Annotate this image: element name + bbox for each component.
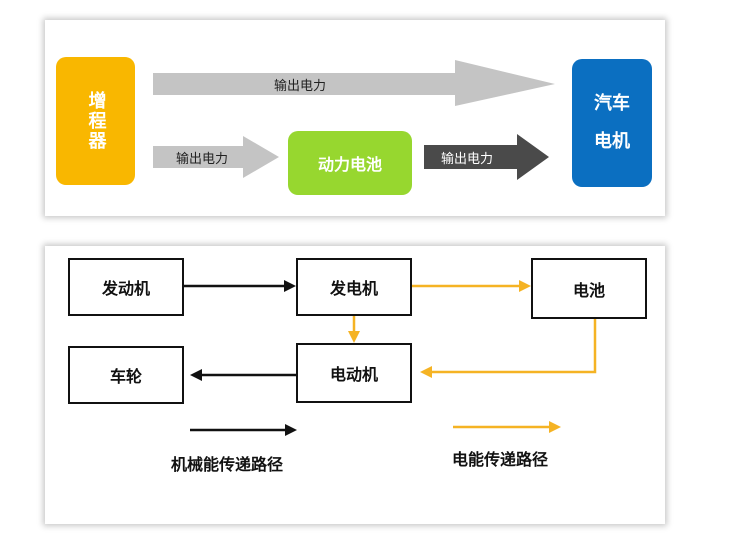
generator-to-motor-head	[348, 331, 360, 343]
car-motor-label-line2: 电机	[594, 131, 630, 152]
generator-to-battery-head	[519, 280, 531, 292]
battery-to-motor-head	[420, 366, 432, 378]
arrow-long-label: 输出电力	[274, 79, 327, 94]
generator-label: 发电机	[329, 279, 378, 298]
arrow-to-battery-label: 输出电力	[176, 152, 229, 167]
engine-box: 发动机	[68, 258, 184, 316]
battery-label: 电池	[572, 280, 605, 300]
battery-box: 电池	[531, 258, 647, 319]
range-extender-label: 增程器	[85, 91, 107, 151]
gray-arrow-long	[153, 60, 555, 106]
gray-arrow-to-battery	[153, 136, 279, 178]
motor-label: 电动机	[329, 365, 378, 384]
wheel-box: 车轮	[68, 346, 184, 404]
wheel-label: 车轮	[109, 367, 142, 386]
power-battery-box: 动力电池	[288, 131, 412, 195]
car-motor-box: 汽车 电机	[572, 59, 652, 187]
legend-electrical-head	[549, 421, 561, 433]
power-battery-label: 动力电池	[317, 155, 382, 174]
dark-arrow-to-motor	[424, 134, 549, 180]
motor-to-wheel-head	[190, 369, 202, 381]
generator-box: 发电机	[296, 258, 412, 316]
range-extender-box: 增程器	[56, 57, 135, 185]
car-motor-label-line1: 汽车	[594, 93, 630, 114]
engine-to-generator-head	[284, 280, 296, 292]
legend-mechanical-head	[285, 424, 297, 436]
legend-electrical-label: 电能传递路径	[452, 450, 549, 469]
legend-mechanical-label: 机械能传递路径	[171, 455, 284, 474]
motor-box: 电动机	[296, 343, 412, 403]
battery-to-motor-arrow	[432, 319, 597, 374]
engine-label: 发动机	[101, 279, 150, 298]
arrow-to-motor-label: 输出电力	[441, 152, 494, 167]
